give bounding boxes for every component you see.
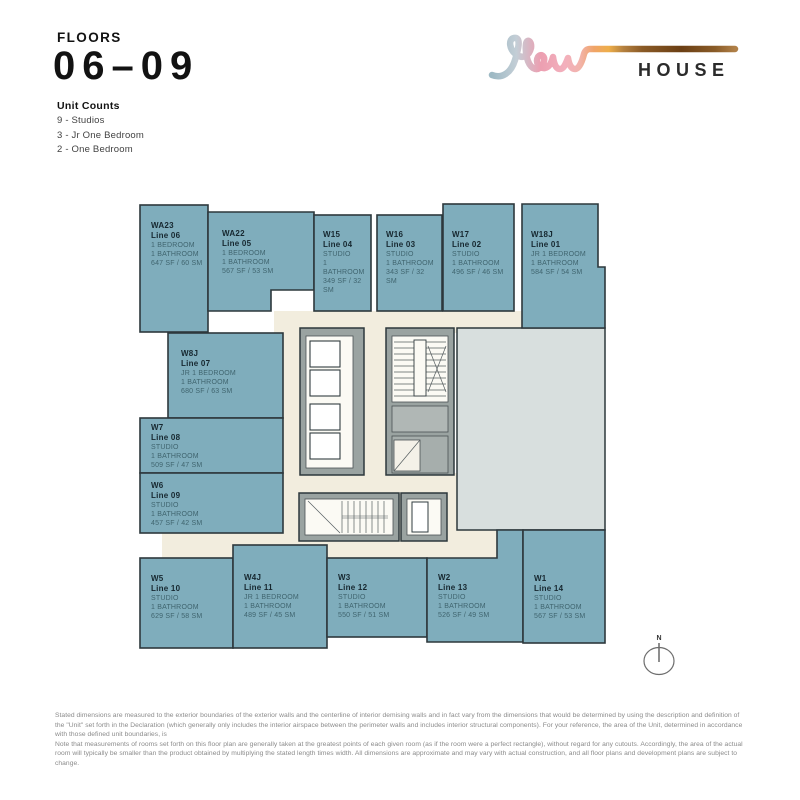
floors-range: 06–09 bbox=[53, 44, 200, 88]
unit-shape-wa23 bbox=[139, 204, 209, 333]
unit-shape-w1 bbox=[522, 529, 606, 644]
unit-count-one-bedroom: 2 - One Bedroom bbox=[57, 144, 133, 155]
unit-counts-list: 9 - Studios 3 - Jr One Bedroom 2 - One B… bbox=[57, 114, 144, 158]
unit-shape-w17 bbox=[442, 203, 515, 312]
elevator-core bbox=[299, 327, 365, 476]
unit-count-studios: 9 - Studios bbox=[57, 115, 105, 126]
disclaimer-paragraph-1: Stated dimensions are measured to the ex… bbox=[55, 712, 743, 739]
north-compass-icon: N bbox=[643, 635, 675, 676]
floors-label: FLOORS bbox=[57, 30, 122, 45]
unit-shape-w5 bbox=[139, 557, 234, 649]
unit-count-jr-one-bedroom: 3 - Jr One Bedroom bbox=[57, 129, 145, 141]
unit-counts-title: Unit Counts bbox=[57, 100, 120, 112]
stair-core bbox=[385, 327, 455, 476]
elevator-cab bbox=[309, 340, 341, 460]
unit-shape-w3 bbox=[326, 557, 428, 638]
compass-north-label: N bbox=[656, 635, 661, 642]
flow-script-logo: flow bbox=[488, 34, 739, 80]
disclaimer: Stated dimensions are measured to the ex… bbox=[55, 711, 747, 769]
open-area bbox=[456, 327, 606, 531]
unit-shape-wa22 bbox=[207, 211, 315, 312]
unit-shape-w7 bbox=[139, 417, 284, 474]
disclaimer-paragraph-2: Note that measurements of rooms set fort… bbox=[55, 740, 743, 767]
unit-shape-w6 bbox=[139, 472, 284, 534]
stair-lower bbox=[298, 492, 400, 542]
elevator-shaft-lower bbox=[400, 492, 448, 542]
stair-treads bbox=[341, 501, 385, 533]
unit-shape-w18j bbox=[521, 203, 606, 329]
floorplan-drawing bbox=[139, 203, 606, 649]
unit-shape-w16 bbox=[376, 214, 443, 312]
flow-house-logo: flow HOUSE bbox=[488, 34, 739, 80]
unit-shape-w8j bbox=[167, 332, 284, 419]
unit-shape-w15 bbox=[313, 214, 372, 312]
unit-shape-w4j bbox=[232, 544, 328, 649]
stair-cross bbox=[427, 345, 447, 393]
logo-house-text: HOUSE bbox=[638, 60, 730, 80]
